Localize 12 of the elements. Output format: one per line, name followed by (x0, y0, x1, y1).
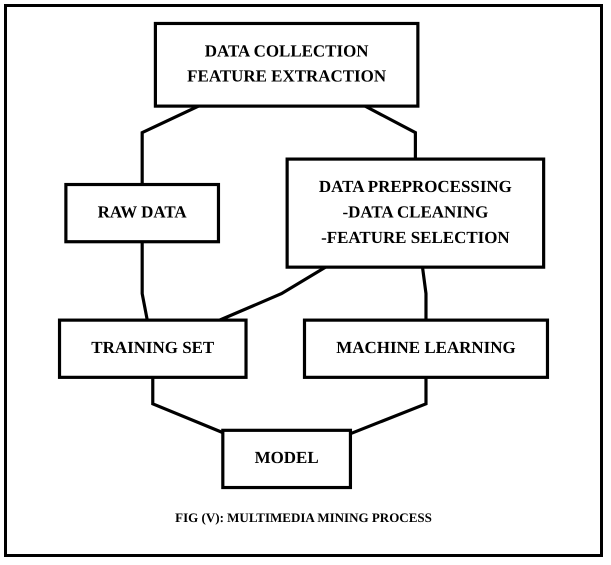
connector (140, 242, 149, 320)
figure-caption: FIG (V): MULTIMEDIA MINING PROCESS (175, 510, 432, 526)
node-box (64, 182, 220, 244)
figure-frame: DATA COLLECTION FEATURE EXTRACTION RAW DATA DATA PREPROCESSING -DATA CLEANING -FEATURE SELECTION TRAINING SET MACHINE LEARNING MODEL FIG (V): MULTIMEDIA MINING PROCESS (4, 4, 603, 557)
node-box (302, 318, 550, 379)
node-box (58, 318, 248, 379)
node-box (286, 158, 546, 269)
node-box (154, 22, 420, 108)
connector (350, 377, 428, 436)
connector (151, 377, 224, 434)
connector (420, 266, 428, 320)
node-box (221, 428, 352, 490)
